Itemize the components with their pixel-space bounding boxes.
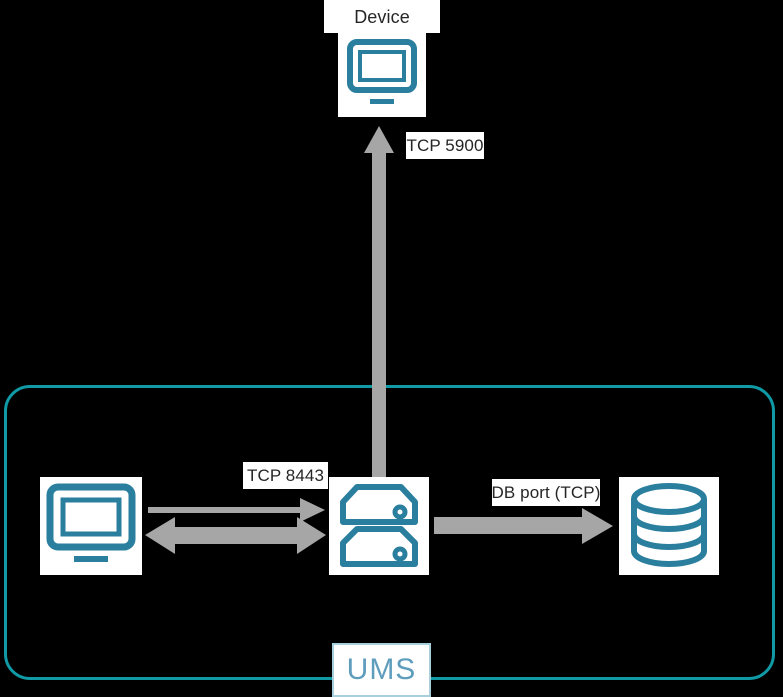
monitor-icon	[347, 39, 417, 104]
database-icon-plate	[619, 477, 719, 575]
device-icon-plate	[338, 33, 426, 117]
arrow-client-to-server-thin	[148, 498, 325, 522]
arrow-server-to-device	[364, 126, 394, 480]
arrow-server-to-database	[434, 508, 613, 544]
ums-label-box: UMS	[332, 643, 431, 697]
client-icon-plate	[40, 477, 142, 575]
server-icon-plate	[329, 477, 429, 575]
arrow-client-to-server-double	[145, 517, 326, 554]
server-icon	[340, 484, 418, 567]
connection-label-tcp-8443: TCP 8443	[243, 462, 328, 489]
database-icon	[631, 483, 707, 567]
connection-label-db-port: DB port (TCP)	[492, 479, 600, 506]
monitor-icon	[46, 483, 136, 562]
device-label: Device	[324, 0, 440, 33]
ums-label: UMS	[346, 653, 417, 686]
connection-label-tcp-5900: TCP 5900	[406, 132, 484, 159]
